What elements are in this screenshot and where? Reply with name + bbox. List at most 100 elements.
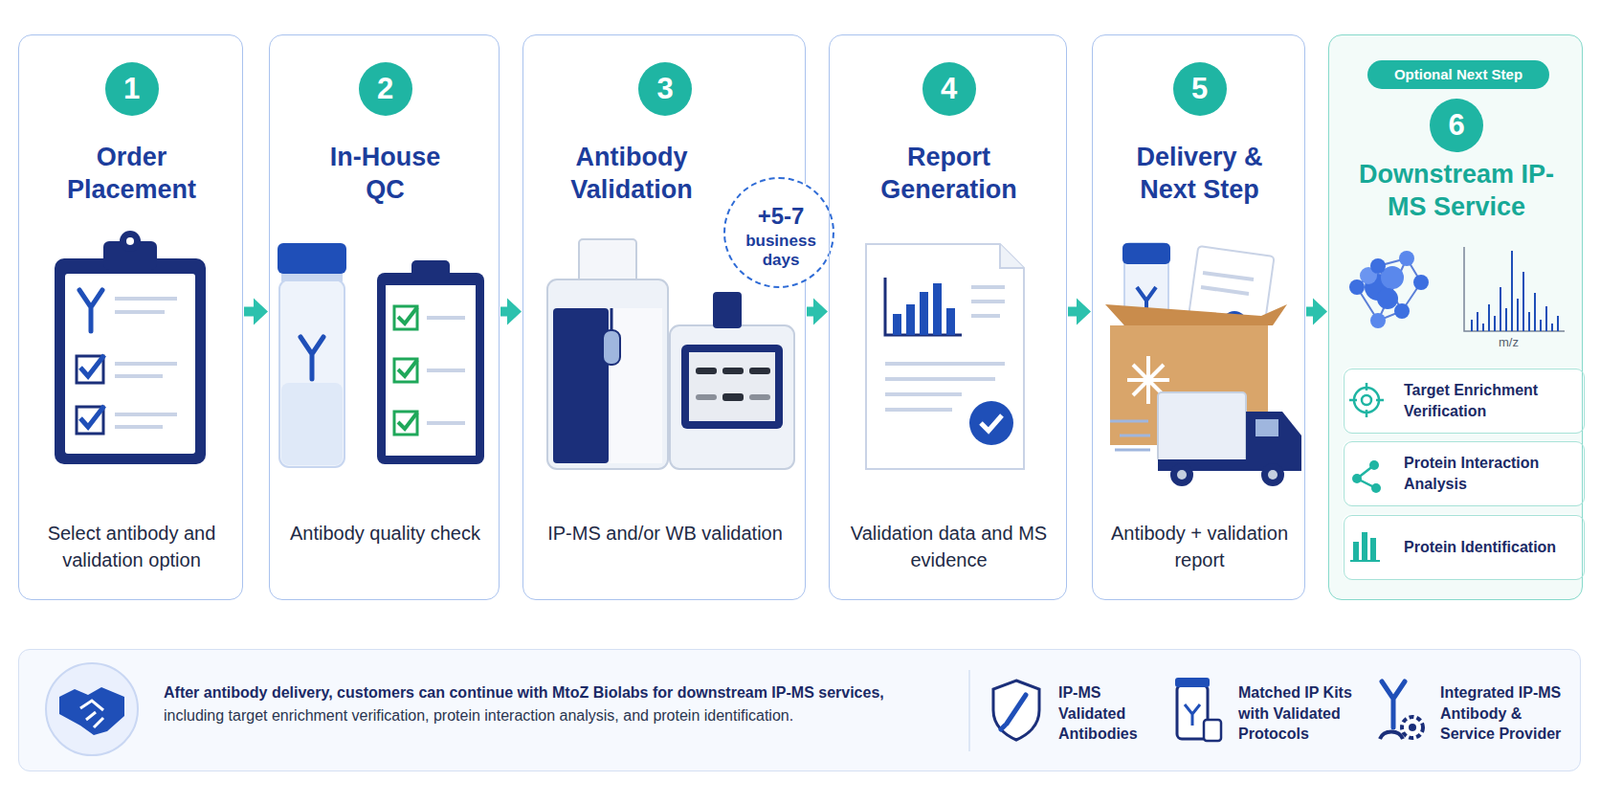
clipboard-icon-part [126, 237, 134, 245]
node-text: Antibody quality check [289, 519, 482, 547]
flow-arrow [1067, 298, 1091, 326]
node-text: In-House QC [313, 140, 458, 207]
clipboard-icon-part [79, 289, 103, 332]
node-text: Optional Next Step [1367, 60, 1550, 89]
mass-spectrometer-and-western-blot-icon-part [688, 352, 776, 422]
flow-arrow-part [1076, 298, 1091, 326]
protein-network-and-spectrum-icon-part [1394, 303, 1410, 319]
node-text: Protein Interaction Analysis [1403, 452, 1577, 494]
node-text: Downstream IP-MS Service [1349, 157, 1565, 224]
report-icon-part [866, 244, 1024, 469]
clipboard-icon [54, 230, 206, 465]
band-icons-part [993, 680, 1040, 740]
step-card: 3Antibody ValidationIP-MS and/or WB vali… [522, 34, 806, 600]
node-text: Select antibody and validation option [30, 519, 234, 574]
node-text: After antibody delivery, customers can c… [163, 682, 973, 704]
band-icons-part [1000, 694, 1026, 730]
delivery-icon-part [1261, 463, 1285, 487]
panel-grounds-part [1342, 367, 1584, 433]
step-card: 4Report GenerationValidation data and MS… [828, 34, 1067, 600]
clipboard-icon-part [76, 406, 104, 434]
vial-and-checklist-icon-part [394, 411, 418, 435]
band-icons-part [80, 700, 104, 728]
vial-and-checklist-icon-part [281, 382, 343, 466]
clipboard-icon-part [119, 230, 141, 252]
protein-network-and-spectrum-icon-part [1370, 312, 1386, 329]
clipboard-icon-part [114, 296, 178, 301]
step-card: 2In-House QCAntibody quality check [268, 34, 500, 600]
delivery-icon-part [1267, 469, 1278, 480]
flow-arrow-part [1067, 307, 1078, 317]
report-icon-part [885, 392, 962, 397]
vial-and-checklist-icon-part [300, 336, 324, 379]
flow-arrow-part [507, 298, 522, 326]
band-icons-part [59, 687, 125, 735]
mass-spectrometer-and-western-blot-icon-part [749, 367, 771, 375]
node-text: Antibody + validation report [1104, 519, 1296, 574]
mass-spectrometer-and-western-blot-icon-part [610, 308, 614, 331]
clipboard-icon-part [114, 361, 178, 366]
protein-network-and-spectrum-icon-part [1471, 250, 1558, 332]
node-text: Report Generation [855, 140, 1043, 207]
protein-network-and-spectrum-icon-part [1349, 279, 1365, 295]
feature-label: Integrated IP-MS Antibody & Service Prov… [1440, 682, 1579, 745]
clipboard-icon-part [80, 405, 105, 427]
vial-and-checklist-icon-part [394, 358, 418, 382]
mass-spectrometer-and-western-blot-icon-part [695, 367, 717, 375]
node-text: +5-7 [728, 203, 834, 229]
mass-spectrometer-and-western-blot-icon-part [681, 344, 783, 429]
report-icon-part [919, 291, 929, 335]
node-text: Antibody Validation [553, 140, 712, 207]
flow-arrow-part [1312, 298, 1328, 326]
service-item-icons-part [1353, 541, 1359, 560]
report-icon-part [933, 283, 942, 335]
report-icon-part [892, 313, 902, 335]
band-icons-part [1381, 681, 1405, 728]
vial-and-checklist-icon-part [385, 285, 476, 456]
service-item-icons-part [1350, 559, 1380, 562]
delivery-icon-part [1105, 304, 1288, 326]
flow-arrow-part [244, 307, 255, 317]
service-item: Target Enrichment Verification [1343, 368, 1585, 434]
step-number: 6 [1429, 98, 1484, 153]
mass-spectrometer-and-western-blot-icon-part [722, 393, 744, 401]
band-icons-part [1175, 677, 1210, 688]
optional-step-card: 6Downstream IP-MS Service Optional Next S… [1328, 34, 1583, 600]
protein-network-and-spectrum-icon-part [1356, 258, 1422, 321]
delivery-icon-part [1200, 287, 1249, 294]
axis-label: m/z [1498, 334, 1537, 350]
flow-arrow [244, 298, 268, 326]
protein-network-and-spectrum-icon-part [1370, 258, 1386, 274]
report-icon-part [971, 285, 1005, 289]
delivery-icon-part [1114, 448, 1151, 452]
protein-network-and-spectrum-icon-part [1413, 274, 1429, 290]
report-icon-part [971, 299, 1005, 304]
feature-label: Matched IP Kits with Validated Protocols [1238, 682, 1382, 745]
clipboard-icon-part [114, 424, 163, 429]
node-text: Order Placement [41, 140, 223, 207]
vial-and-checklist-icon-part [398, 307, 418, 324]
flow-arrow [500, 298, 522, 326]
flow-arrow-part [253, 298, 268, 326]
service-item: Protein Identification [1343, 514, 1585, 580]
node-text: business days [736, 231, 825, 271]
report-icon-part [1000, 244, 1024, 268]
vial-and-checklist-icon-part [394, 306, 418, 330]
step-number: 3 [638, 62, 692, 116]
service-item-icons-part [1352, 473, 1362, 484]
step-card: 5Delivery & Next StepAntibody + validati… [1091, 34, 1306, 600]
service-item-icons-part [1354, 387, 1379, 413]
vial-and-checklist-icon-part [398, 412, 418, 429]
vial-and-checklist-icon-part [426, 368, 466, 373]
delivery-icon-part [1202, 272, 1254, 280]
mass-spectrometer-and-western-blot-icon-part [547, 279, 668, 469]
clipboard-icon-part [76, 355, 104, 383]
vial-and-checklist-icon-part [277, 243, 347, 274]
report-icon-part [980, 415, 1002, 431]
feature-label: IP-MS Validated Antibodies [1058, 682, 1155, 745]
panel-grounds-part [1342, 440, 1584, 506]
mass-spectrometer-and-western-blot-icon-part [749, 394, 771, 400]
